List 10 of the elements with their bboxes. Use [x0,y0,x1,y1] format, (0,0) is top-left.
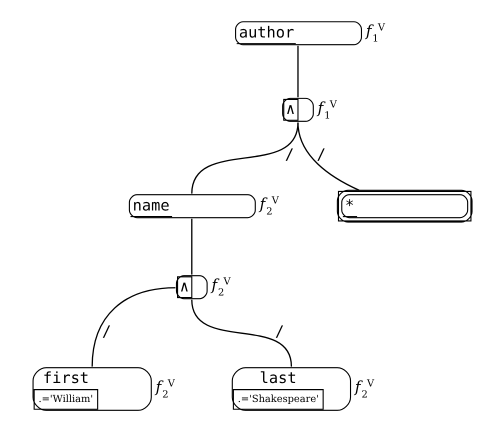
connector [92,287,176,367]
edge-label: / [102,322,112,341]
connector [191,218,192,275]
connector [297,122,360,191]
edge-label: / [274,322,284,341]
connector [191,300,292,367]
connector [297,46,299,98]
connector [191,122,299,194]
edge-label: / [284,145,294,164]
edge-label: / [316,145,326,164]
